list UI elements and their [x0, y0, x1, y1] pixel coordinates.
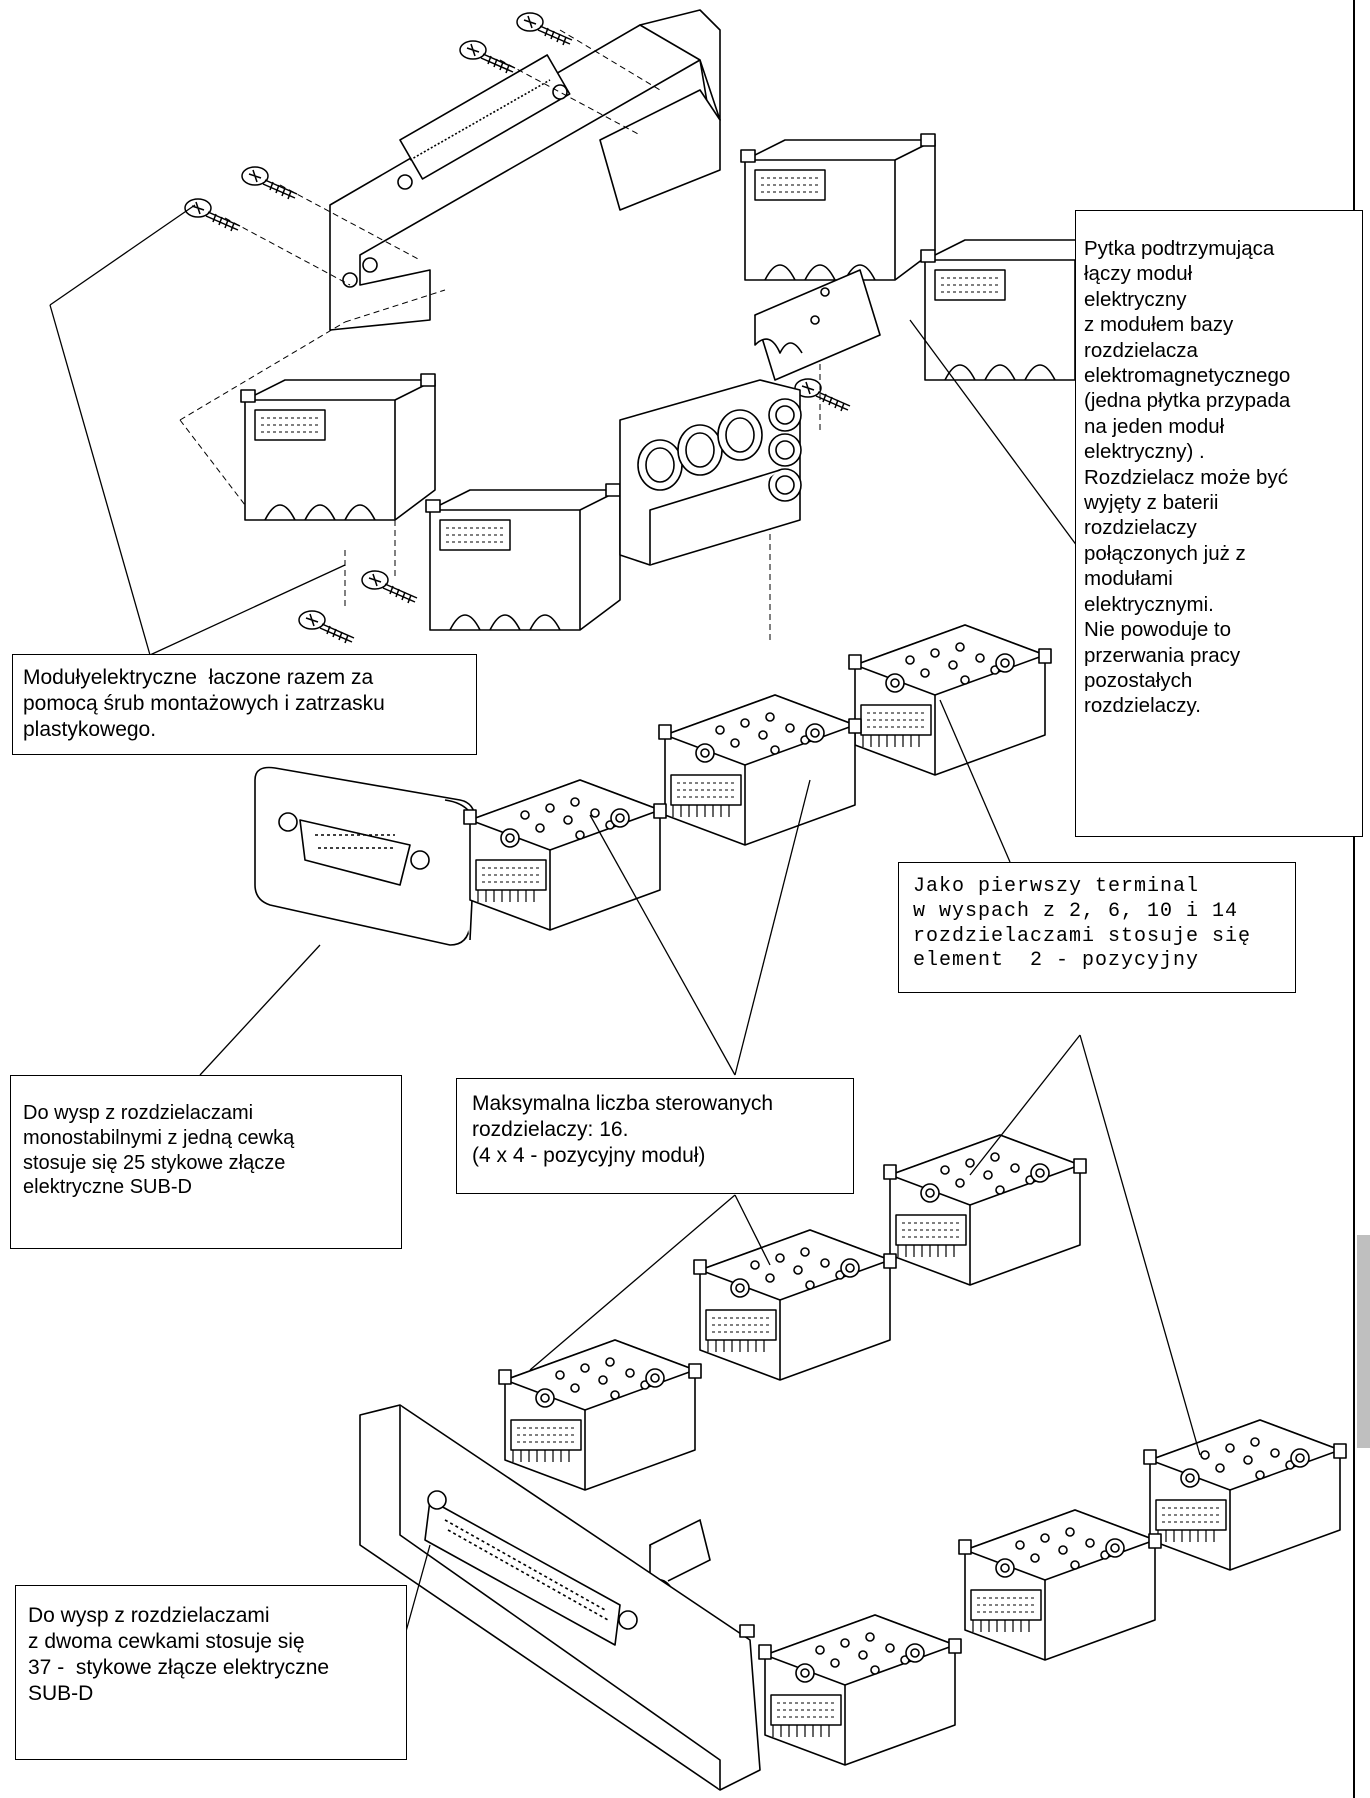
callout-line: element 2 - pozycyjny — [913, 949, 1200, 973]
callout-line: (jedna płytka przypada — [1084, 389, 1291, 413]
electrical-module-center — [426, 484, 620, 630]
callout-line: rozdzielaczami stosuje się — [913, 924, 1252, 948]
callout-line: monostabilnymi z jedną cewką — [23, 1126, 295, 1149]
callout-line: Modułyelektryczne łaczone razem za — [23, 666, 374, 689]
callout-line: Nie powoduje to — [1084, 618, 1232, 642]
callout-line: rozdzielaczy: 16. — [472, 1118, 629, 1142]
callout-line: z dwoma cewkami stosuje się — [28, 1630, 305, 1654]
callout-line: rozdzielaczy — [1084, 516, 1197, 540]
assembly-guide-lines — [179, 29, 821, 640]
callout-line: 37 - stykowe złącze elektryczne — [28, 1656, 330, 1680]
electrical-module-4pos-d — [499, 1340, 701, 1490]
callout-line: modułami — [1084, 567, 1173, 591]
subd37-connector — [359, 1404, 761, 1791]
electrical-module-4pos-a — [659, 695, 861, 845]
callout-line: elektryczne SUB-D — [23, 1176, 192, 1199]
subd25-connector — [254, 766, 477, 946]
page-side-tab — [1357, 1235, 1370, 1448]
callout-line: (4 x 4 - pozycyjny moduł) — [472, 1144, 706, 1168]
callout-support-plate: Pytka podtrzymująca łączy moduł elektryc… — [1075, 210, 1363, 837]
callout-line: Jako pierwszy terminal — [913, 875, 1200, 898]
electrical-module-4pos-b — [464, 780, 666, 930]
callout-line: stosuje się 25 stykowe złącze — [23, 1151, 286, 1174]
electrical-module-4pos-e — [959, 1510, 1161, 1660]
callout-line: pomocą śrub montażowych i zatrzasku — [23, 692, 385, 716]
callout-line: przerwania pracy — [1084, 643, 1241, 667]
callout-line: wyjęty z baterii — [1084, 491, 1219, 515]
top-rail-bracket — [329, 9, 721, 331]
electrical-module-2pos-lower — [884, 1135, 1086, 1285]
callout-max-valves: Maksymalna liczba sterowanych rozdzielac… — [456, 1078, 854, 1194]
callout-first-terminal: Jako pierwszy terminal w wyspach z 2, 6,… — [898, 862, 1296, 993]
callout-line: łączy moduł — [1084, 262, 1193, 286]
valve-base-module — [619, 379, 802, 566]
callout-line: Maksymalna liczba sterowanych — [472, 1092, 774, 1115]
callout-line: połączonych już z — [1084, 541, 1246, 565]
callout-line: z modułem bazy — [1084, 313, 1234, 337]
callout-mounting-screws: Modułyelektryczne łaczone razem za pomoc… — [12, 654, 477, 755]
electrical-module-4pos-c — [694, 1230, 896, 1380]
callout-line: Rozdzielacz może być — [1084, 465, 1288, 489]
callout-line: na jeden moduł — [1084, 414, 1225, 438]
callout-line: elektryczny — [1084, 287, 1187, 311]
callout-line: elektromagnetycznego — [1084, 364, 1291, 388]
callout-line: pozostałych — [1084, 668, 1193, 692]
callout-line: Do wysp z rozdzielaczami — [23, 1102, 254, 1124]
electrical-module-2pos-right — [1144, 1420, 1346, 1570]
electrical-module-4pos-f — [759, 1615, 961, 1765]
electrical-module-2pos-upper — [849, 625, 1051, 775]
callout-line: SUB-D — [28, 1682, 94, 1706]
callout-subd37: Do wysp z rozdzielaczami z dwoma cewkami… — [15, 1585, 407, 1760]
callout-line: Do wysp z rozdzielaczami — [28, 1604, 270, 1627]
callout-line: w wyspach z 2, 6, 10 i 14 — [913, 899, 1239, 923]
callout-line: plastykowego. — [23, 718, 157, 742]
callout-line: elektrycznymi. — [1084, 592, 1214, 616]
callout-line: rozdzielaczy. — [1084, 694, 1201, 718]
support-plate — [754, 269, 881, 381]
callout-subd25: Do wysp z rozdzielaczami monostabilnymi … — [10, 1075, 402, 1249]
electrical-module-top-right — [741, 134, 935, 280]
callout-line: elektryczny) . — [1084, 440, 1205, 464]
electrical-module-left — [241, 374, 435, 520]
callout-line: rozdzielacza — [1084, 338, 1198, 362]
leader-lines — [49, 204, 1201, 1636]
page-margin-rule — [1353, 0, 1355, 1798]
callout-line: Pytka podtrzymująca — [1084, 237, 1275, 260]
